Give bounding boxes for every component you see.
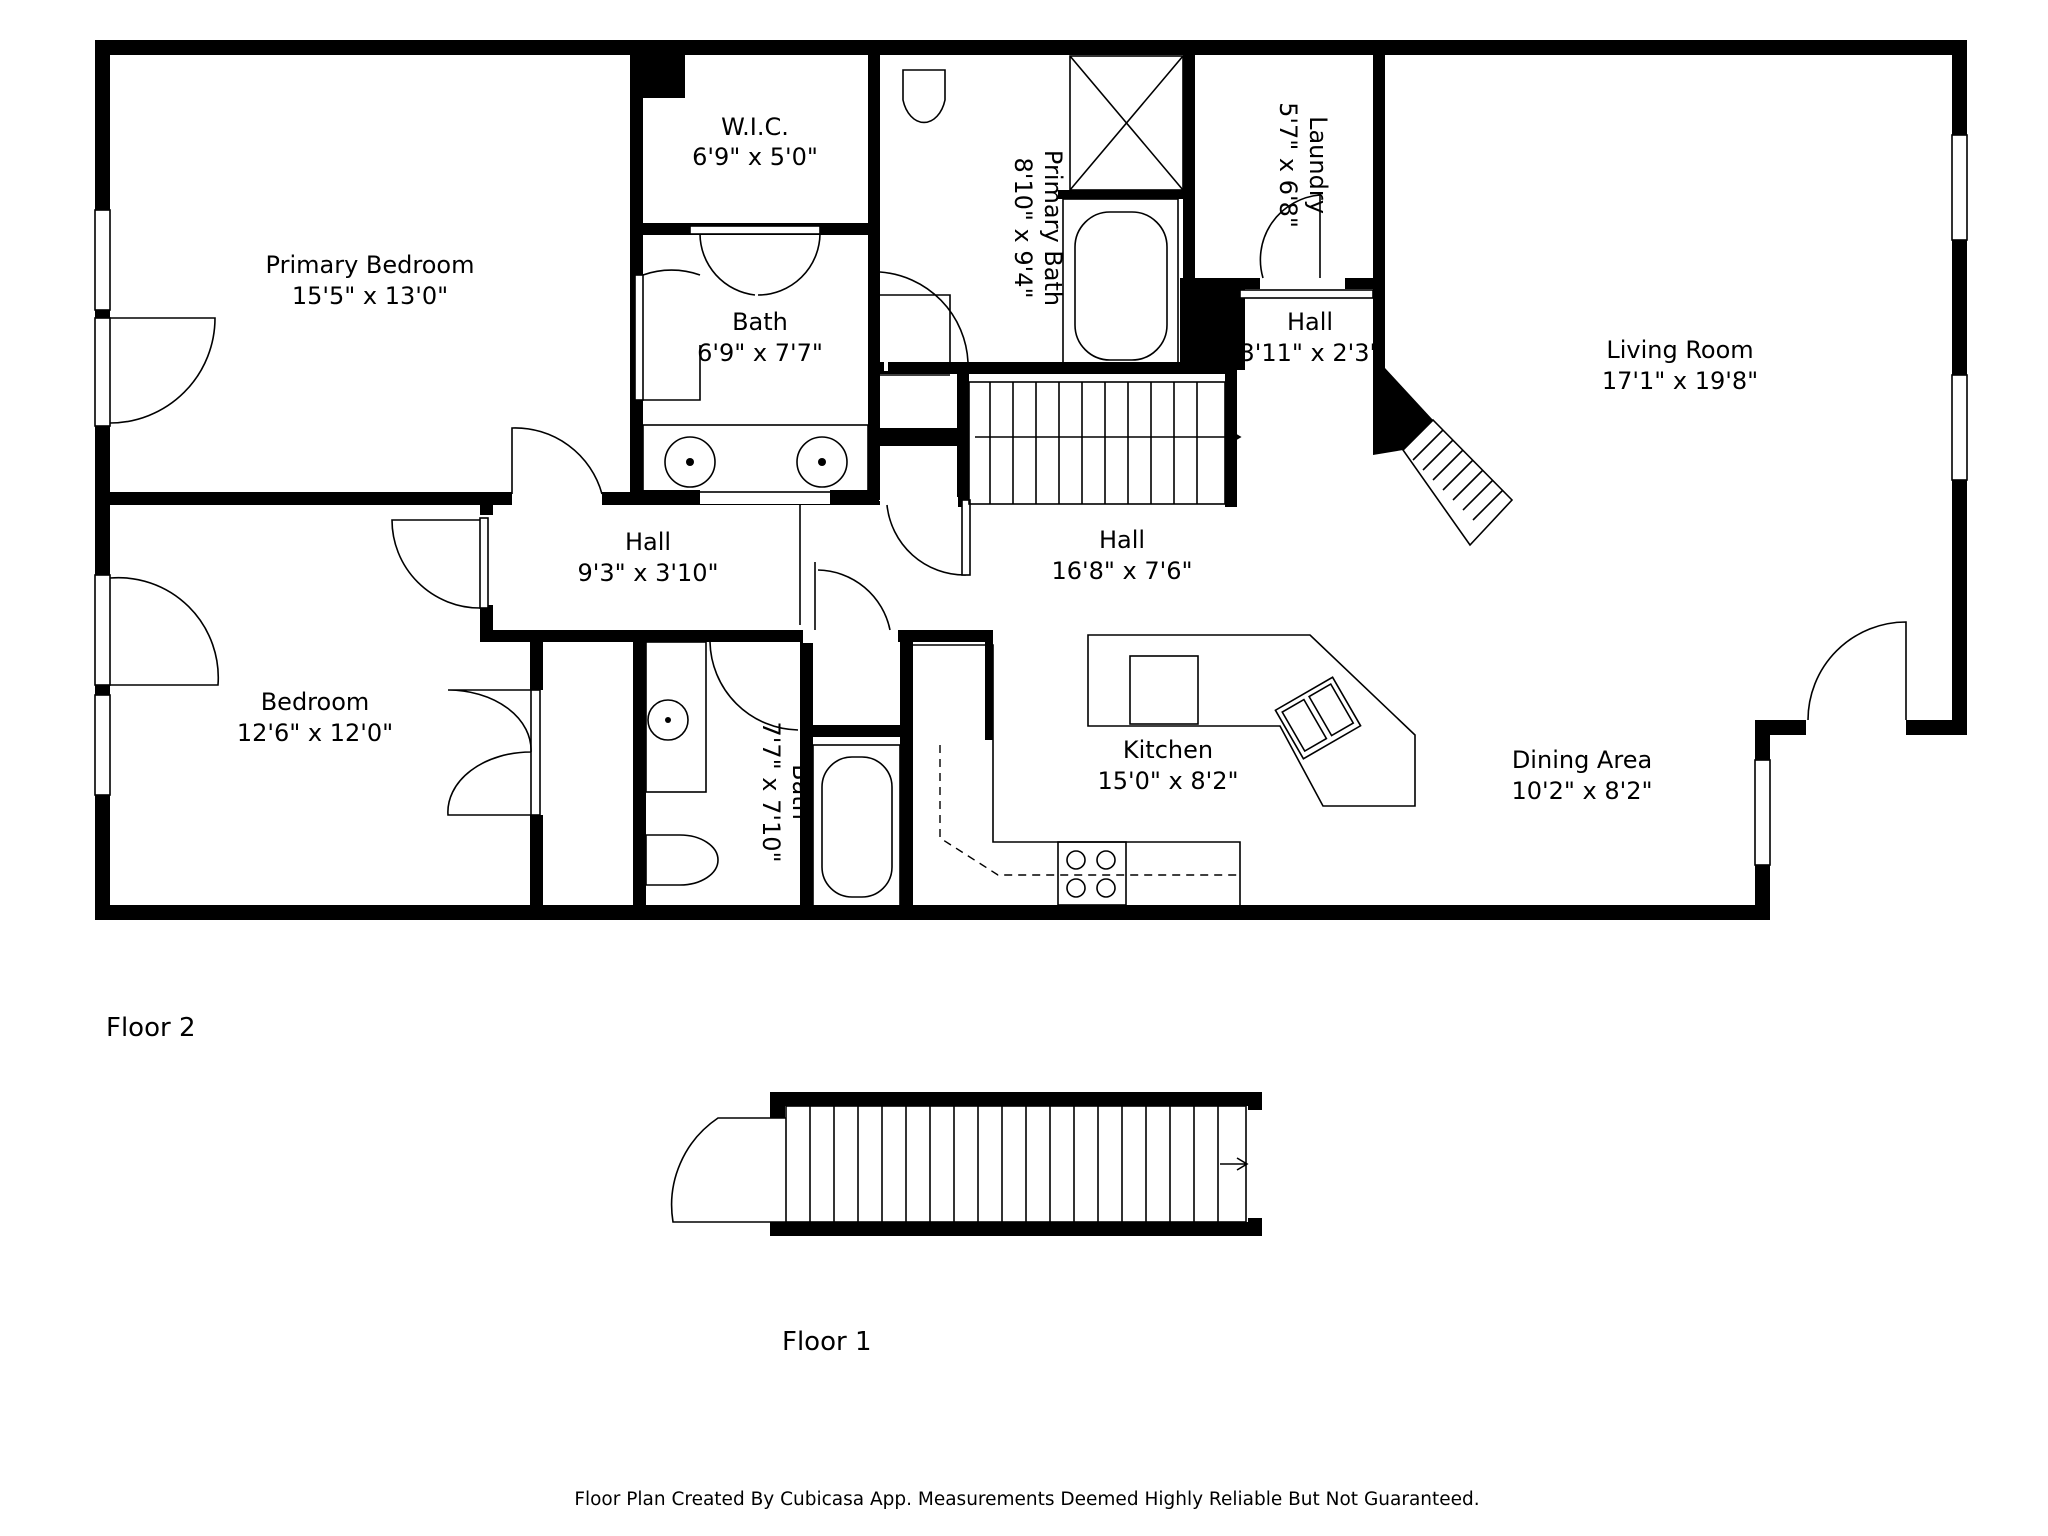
sink-1 (664, 436, 716, 488)
door-hall-closet[interactable] (886, 504, 966, 576)
room-dims-laundry: 5'7" x 6'8" (1274, 102, 1302, 228)
room-dims-wic: 6'9" x 5'0" (692, 143, 818, 171)
room-dims-bedroom: 12'6" x 12'0" (237, 719, 393, 747)
window-primary-bedroom-2 (94, 317, 111, 427)
window-bedroom-1 (94, 574, 111, 686)
room-dims-hall-left: 9'3" x 3'10" (577, 559, 718, 587)
door-primary-bedroom[interactable] (511, 427, 603, 495)
sink-lower (647, 699, 689, 741)
wall-stairs-right (1225, 362, 1237, 507)
room-dims-bath-lower: 7'7" x 7'10" (757, 721, 785, 862)
wall-hall-top (868, 362, 1228, 374)
room-name-primary-bath: Primary Bath (1039, 150, 1067, 306)
wall-column (640, 40, 685, 98)
wall-bath2-right (800, 630, 813, 920)
door-bath-upper[interactable] (642, 269, 701, 276)
room-name-wic: W.I.C. (721, 113, 789, 141)
door-bedroom-double-closet[interactable] (447, 689, 532, 816)
stairs-floor-2 (968, 381, 1242, 505)
wall-laundry-right (1373, 40, 1385, 375)
door-floor-1[interactable] (670, 1117, 786, 1223)
sink-2 (796, 436, 848, 488)
room-dims-hall-main: 16'8" x 7'6" (1051, 557, 1192, 585)
wall-closet-divider (875, 428, 965, 446)
wall-block (1180, 278, 1245, 370)
window-dining (1754, 759, 1771, 866)
floor-1-plan (670, 1092, 1262, 1236)
door-entry[interactable] (1807, 621, 1907, 721)
window-hall-small (1239, 289, 1374, 299)
exterior-wall-bottom (95, 905, 1770, 920)
wall-stairs-left (957, 362, 969, 507)
door-primary-bedroom-closet[interactable] (109, 317, 216, 424)
window-living-2 (1951, 374, 1968, 481)
floor-2-plan (94, 40, 1968, 920)
toilet-lower-bath (645, 834, 719, 886)
bathtub-lower (812, 744, 901, 908)
window-bedroom-2 (94, 694, 111, 796)
room-dims-living-room: 17'1" x 19'8" (1602, 367, 1758, 395)
wall-closet-right (633, 630, 646, 920)
room-name-hall-main: Hall (1099, 526, 1145, 554)
door-bedroom[interactable] (391, 519, 481, 609)
floor-2-label: Floor 2 (106, 1013, 196, 1043)
door-primary-bath[interactable] (879, 271, 969, 363)
room-name-bedroom: Bedroom (261, 688, 370, 716)
window-living-1 (1951, 134, 1968, 241)
wall-angled (1373, 368, 1433, 455)
room-name-bath-lower: Bath (787, 764, 815, 820)
wall-chase-bottom (800, 725, 913, 737)
room-dims-dining-area: 10'2" x 8'2" (1511, 777, 1652, 805)
room-dims-primary-bath: 8'10" x 9'4" (1009, 157, 1037, 298)
room-dims-bath-upper: 6'9" x 7'7" (697, 339, 823, 367)
door-bedroom-closet[interactable] (109, 576, 220, 686)
room-name-primary-bedroom: Primary Bedroom (266, 251, 475, 279)
wall-hall-bottom (480, 630, 990, 642)
shower (1069, 55, 1184, 191)
room-name-laundry: Laundry (1304, 116, 1332, 214)
wall-bath-right (868, 40, 880, 505)
door-bath-lower[interactable] (817, 569, 891, 631)
bathtub-primary (1062, 198, 1179, 368)
stairs-angled (1401, 418, 1514, 547)
room-name-bath-upper: Bath (732, 308, 788, 336)
footer-disclaimer: Floor Plan Created By Cubicasa App. Meas… (574, 1489, 1479, 1510)
wall-kitchen-left (985, 630, 993, 740)
wall-tub-top (1058, 190, 1188, 199)
floor-1-label: Floor 1 (782, 1327, 872, 1357)
room-name-kitchen: Kitchen (1123, 736, 1213, 764)
wall-bath2-tub-right (900, 630, 913, 920)
wall-primary-bedroom-right (630, 40, 643, 505)
stove (1057, 841, 1127, 906)
room-dims-kitchen: 15'0" x 8'2" (1097, 767, 1238, 795)
exterior-wall-top (95, 40, 1965, 55)
room-dims-primary-bedroom: 15'5" x 13'0" (292, 282, 448, 310)
kitchen-island (1087, 634, 1416, 807)
room-name-living-room: Living Room (1606, 336, 1753, 364)
vanity-lower (645, 641, 707, 793)
room-labels: Primary Bedroom 15'5" x 13'0" W.I.C. 6'9… (237, 102, 1758, 862)
vanity-upper (642, 424, 869, 493)
window-primary-bedroom-1 (94, 209, 111, 311)
toilet-primary-bath (902, 69, 946, 124)
stairs-floor-1 (785, 1105, 1249, 1223)
door-laundry[interactable] (1259, 194, 1321, 279)
room-name-hall-small: Hall (1287, 308, 1333, 336)
room-name-hall-left: Hall (625, 528, 671, 556)
room-dims-hall-small: 3'11" x 2'3" (1239, 339, 1380, 367)
kitchen-counter (913, 644, 1241, 920)
room-name-dining-area: Dining Area (1512, 746, 1652, 774)
